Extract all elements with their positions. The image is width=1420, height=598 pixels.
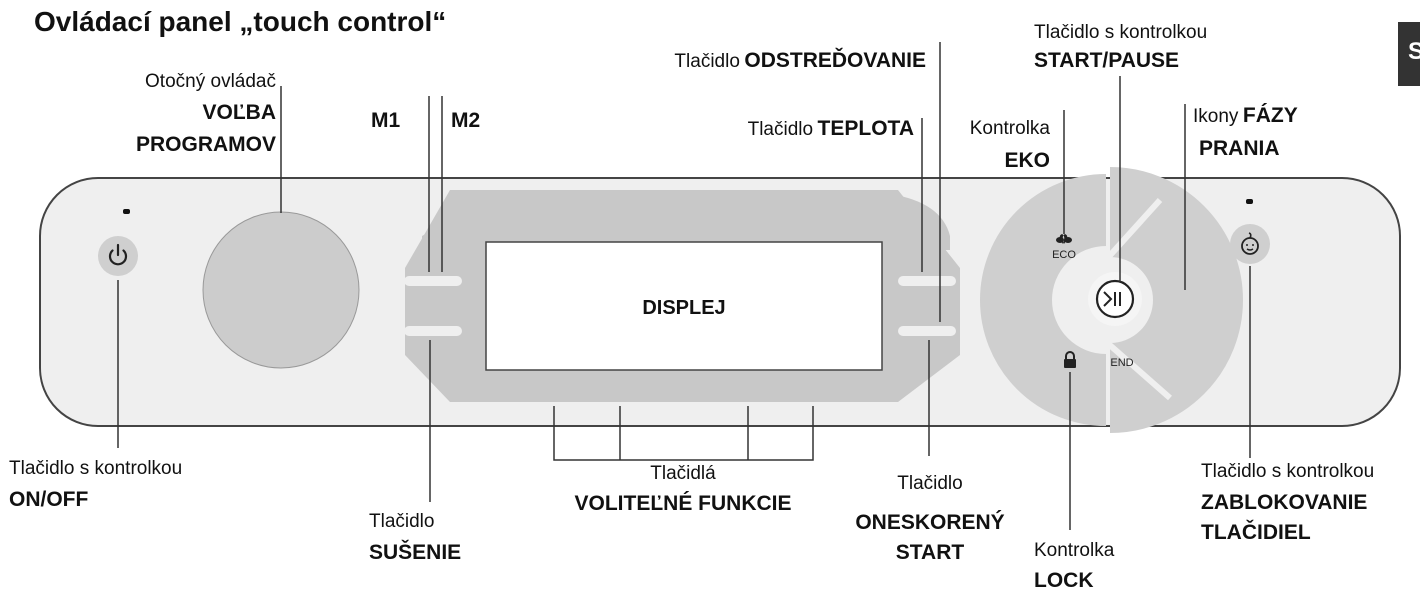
label-delay-line3: START [895,541,965,564]
display [485,241,883,371]
display-label: DISPLEJ [642,297,725,319]
label-delay-line2: ONESKORENÝ [855,511,1005,534]
label-temp-name: TEPLOTA [817,117,914,140]
label-phases: Ikony FÁZY [1193,104,1298,128]
label-onoff-line2: ON/OFF [9,488,89,511]
childlock-led [1246,199,1253,204]
label-m1: M1 [371,109,401,132]
label-options-line1: Tlačidlá [650,463,716,484]
label-m2: M2 [451,109,481,132]
lock-icon [1064,351,1076,368]
leader-options-bracket [553,406,814,461]
label-dry-line2: SUŠENIE [369,541,462,564]
end-text: END [1110,357,1133,369]
label-phases-name: FÁZY [1242,104,1298,127]
label-dial-line1: Otočný ovládač [145,71,276,92]
play-pause-icon [1103,291,1121,307]
power-icon [108,243,128,266]
eco-lock-ring [980,174,1108,426]
label-eko-line1: Kontrolka [969,118,1050,139]
label-temp: Tlačidlo TEPLOTA [748,117,914,141]
label-lock-line1: Kontrolka [1034,540,1115,561]
leader-lines [117,42,1251,530]
diagram-title: Ovládací panel „touch control“ [34,6,447,37]
label-childlock-line1: Tlačidlo s kontrolkou [1201,461,1375,482]
label-temp-prefix: Tlačidlo [747,119,814,140]
power-led [123,209,130,214]
label-start-line1: Tlačidlo s kontrolkou [1034,22,1208,43]
label-phases-prefix: Ikony [1193,106,1239,127]
eco-icon: ECO [1052,234,1076,261]
side-tab [1398,22,1420,86]
label-dial-line3: PROGRAMOV [135,133,276,156]
label-dry-line1: Tlačidlo [369,511,435,532]
label-eko-line2: EKO [1004,149,1050,172]
childlock-button [1230,224,1270,264]
label-childlock-line2: ZABLOKOVANIE [1201,491,1368,514]
child-face-icon [1241,232,1259,255]
label-childlock-line3: TLAČIDIEL [1201,521,1311,544]
label-onoff-line1: Tlačidlo s kontrolkou [9,458,183,479]
label-spin-prefix: Tlačidlo [674,51,740,72]
power-button [98,236,138,276]
side-tab-letter: S [1408,38,1420,65]
button-slot-m-upper [404,276,462,286]
program-dial [202,211,360,369]
eco-text: ECO [1052,249,1076,261]
label-lock-line2: LOCK [1034,569,1094,592]
label-phases-line2: PRANIA [1199,137,1280,160]
label-spin-name: ODSTREĎOVANIE [744,49,926,72]
start-pause-button [1088,272,1142,326]
label-spin: Tlačidlo ODSTREĎOVANIE [674,49,926,73]
label-delay-line1: Tlačidlo [897,473,963,494]
button-slot-right-lower [898,326,956,336]
label-options-line2: VOLITEĽNÉ FUNKCIE [574,492,792,515]
button-slot-right-upper [898,276,956,286]
label-start-line2: START/PAUSE [1034,49,1180,72]
button-slot-m-lower [404,326,462,336]
label-dial-line2: VOĽBA [202,101,277,124]
